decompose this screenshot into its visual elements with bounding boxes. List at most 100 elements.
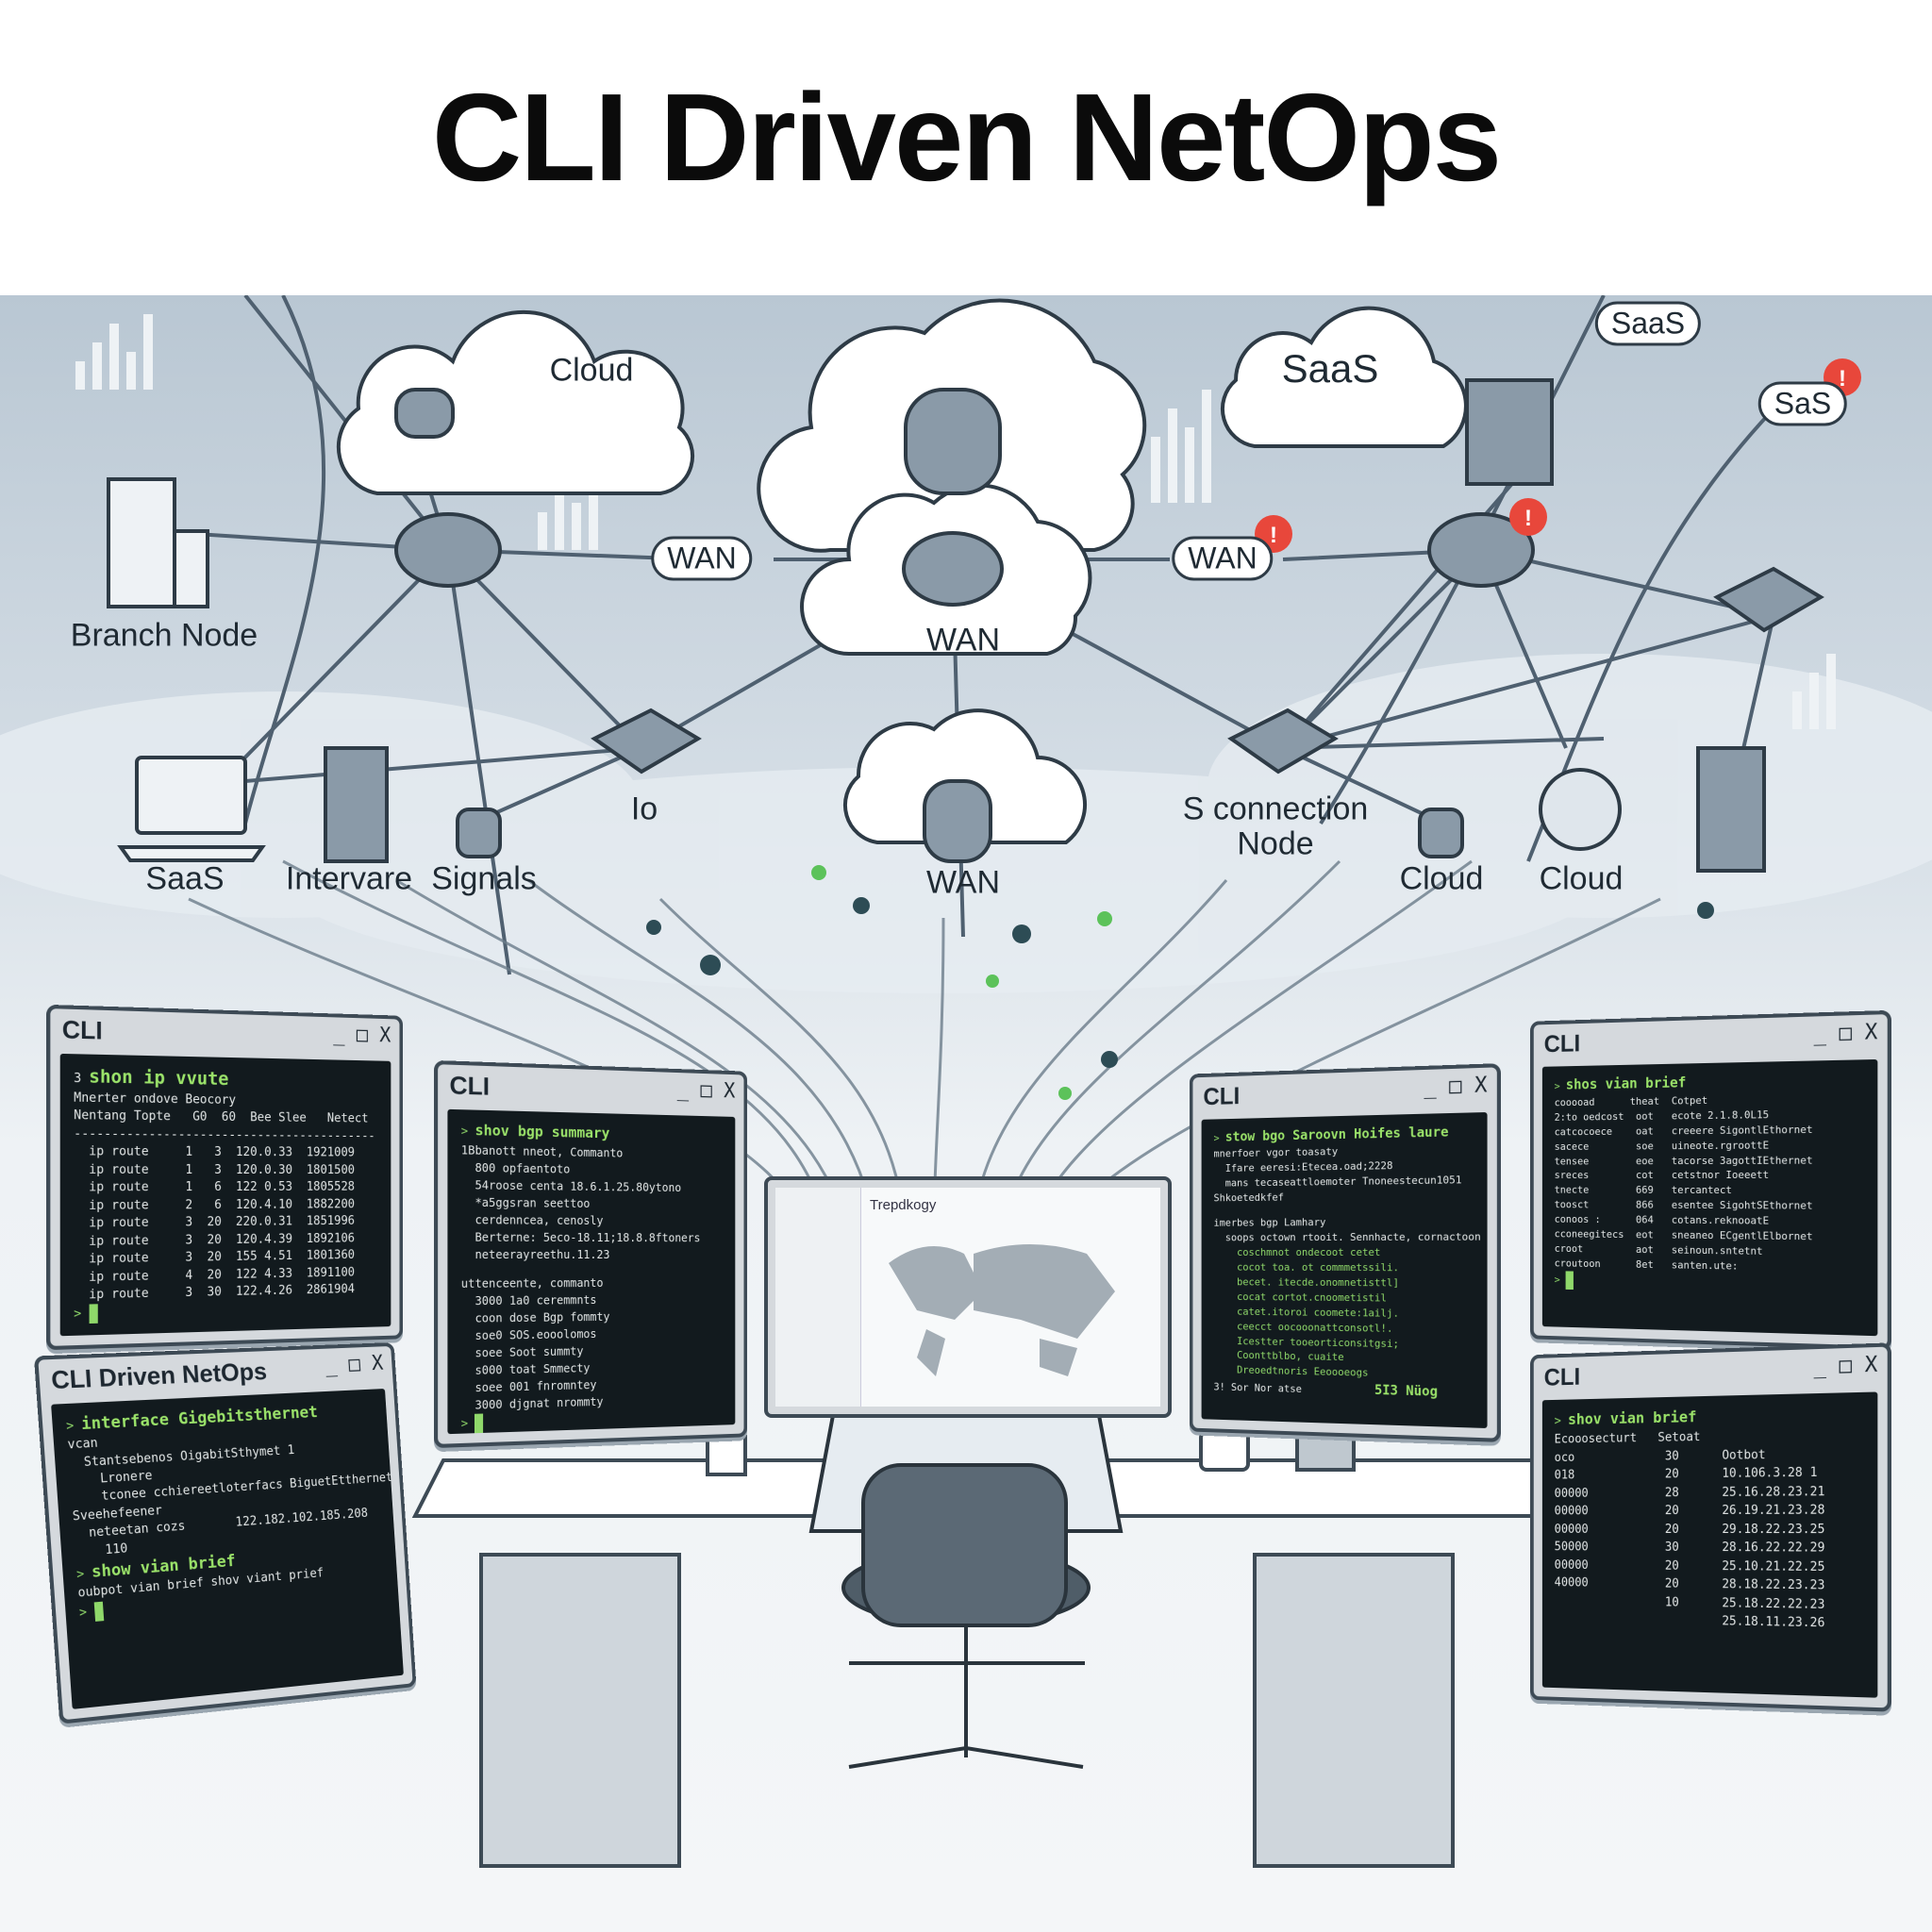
window-controls[interactable]: _ □ X [1424, 1074, 1487, 1100]
terminal-line: sacece soe uineote.rgroottE [1555, 1137, 1864, 1154]
terminal-output: coschmnot ondecoot cetet cocot toa. ot c… [1214, 1245, 1474, 1384]
window-controls[interactable]: _ □ X [333, 1023, 391, 1047]
cursor [89, 1305, 97, 1324]
terminal-title: CLI [449, 1071, 490, 1102]
terminal-line: 54roose centa 18.6.1.25.80ytono [461, 1175, 724, 1196]
chair-base [849, 1625, 1085, 1767]
globe-icon [1541, 770, 1620, 849]
terminal-line: coschmnot ondecoot cetet [1214, 1245, 1474, 1260]
terminal-line: 50000 30 28.16.22.22.29 [1555, 1539, 1864, 1558]
terminal-line: croutoon 8et santen.ute: [1555, 1257, 1864, 1276]
terminal-title: CLI [62, 1015, 103, 1046]
terminal-bgp-right[interactable]: CLI_ □ X > stow bgo Saroovn Hoifes laure… [1190, 1063, 1501, 1442]
command-text: shon ip vvute [89, 1066, 228, 1090]
database-icon [396, 390, 453, 437]
saas-laptop-label: SaaS [145, 861, 224, 896]
terminal-line: 00000 20 29.18.22.23.25 [1555, 1520, 1864, 1539]
terminal-output: vcan Stantsebenos OigabitSthymet 1 Lrone… [67, 1421, 383, 1562]
footer-right: 5I3 Nüog [1374, 1383, 1438, 1400]
branch-building-icon [108, 479, 208, 607]
terminal-line: sreces cot cetstnor Ioeeett [1555, 1168, 1864, 1183]
center-monitor[interactable]: Trepdkogy [764, 1176, 1172, 1418]
wan-right-pill: WAN [1172, 537, 1273, 581]
terminal-output: Mnerter ondove BeocoryNentang Topte G0 6… [74, 1090, 378, 1305]
window-controls[interactable]: _ □ X [325, 1352, 384, 1377]
window-controls[interactable]: _ □ X [1814, 1353, 1878, 1379]
terminal-line: ----------------------------------------… [74, 1125, 378, 1145]
terminal-line: tensee eoe tacorse 3agottIEthernet [1555, 1153, 1864, 1169]
chair-back [863, 1465, 1066, 1625]
terminal-line: *a5ggsran seettoo [461, 1193, 724, 1213]
cloud-globe-label: Cloud [1540, 861, 1624, 896]
terminal-bgp-summary[interactable]: CLI_ □ X > shov bgp summary 1Bbanott nne… [434, 1060, 747, 1448]
terminal-title: CLI [1544, 1029, 1580, 1058]
switch-icon [1717, 569, 1821, 630]
svg-text:!: ! [1524, 506, 1532, 531]
terminal-output: 1Bbanott nneot, Commanto 800 opfaentoto … [461, 1141, 724, 1414]
terminal-line: cerdenncea, cenosly [461, 1210, 724, 1229]
cloud-label: Cloud [550, 353, 634, 388]
wan-left-pill: WAN [651, 537, 752, 581]
cursor [93, 1602, 104, 1622]
database-icon [458, 809, 500, 857]
window-controls[interactable]: _ □ X [677, 1078, 736, 1103]
terminal-vlan-bottom[interactable]: CLI_ □ X > shov vian brief Ecooosecturt … [1530, 1342, 1891, 1711]
terminal-output: Ecooosecturt Setoatoco 30 Ootbot018 20 1… [1555, 1425, 1864, 1634]
terminal-line: ip route 2 6 120.4.10 1882200 [74, 1196, 378, 1215]
terminal-ip-route[interactable]: CLI _ □ X 3 shon ip vvute Mnerter ondove … [46, 1005, 403, 1350]
terminal-line: cocot toa. ot commmetssili. [1214, 1260, 1474, 1276]
database-icon [1420, 809, 1462, 857]
database-icon [924, 781, 991, 861]
world-map-icon [870, 1225, 1153, 1395]
saas-small-label: SaaS [1595, 302, 1701, 346]
footer-left: 3! Sor Nor atse [1214, 1381, 1302, 1395]
router-icon [904, 533, 1002, 605]
terminal-title: CLI [1544, 1362, 1580, 1391]
intervare-label: Intervare [286, 861, 412, 896]
terminal-line: 00000 20 26.19.21.23.28 [1555, 1501, 1864, 1521]
terminal-output: cooooad theat Cotpet2:to oedcost oot eco… [1555, 1091, 1864, 1276]
terminal-interface[interactable]: CLI Driven NetOps_ □ X > interface Gigeb… [34, 1342, 417, 1724]
database-icon [906, 390, 1000, 493]
terminal-line: neteerayreethu.11.23 [461, 1245, 724, 1262]
terminal-line: imerbes bgp Lamhary [1214, 1214, 1474, 1231]
terminal-line: tnecte 669 tercantect [1555, 1183, 1864, 1199]
s-connection-node-label: S connection Node [1183, 792, 1369, 863]
terminal-line: ip route 1 3 120.0.30 1801500 [74, 1161, 378, 1179]
drawer-right [1255, 1555, 1453, 1866]
cursor [1566, 1271, 1574, 1290]
server-rack-icon [325, 748, 387, 861]
cursor [475, 1413, 483, 1433]
terminal-line: Berterne: 5eco-18.11;18.8.8ftoners [461, 1228, 724, 1246]
terminal-line: mans tecaseattloemoter Tnoneestecun1051 [1214, 1173, 1474, 1191]
terminal-line: ip route 1 3 120.0.33 1921009 [74, 1143, 378, 1162]
signals-label: Signals [431, 861, 537, 896]
terminal-line: 018 20 10.106.3.28 1 [1555, 1463, 1864, 1485]
terminal-line: uttenceente, commanto [461, 1274, 724, 1291]
wan-lower-label: WAN [926, 865, 1000, 900]
branch-node-label: Branch Node [71, 618, 258, 653]
sas-alert-label: SaS [1758, 382, 1847, 426]
window-controls[interactable]: _ □ X [1814, 1021, 1878, 1046]
app-sidebar[interactable] [775, 1188, 861, 1407]
terminal-line: ip route 1 6 122 0.53 1805528 [74, 1179, 378, 1197]
server-icon [1467, 380, 1552, 484]
wan-center-label: WAN [926, 623, 1000, 658]
prompt-prefix: 3 [74, 1072, 81, 1087]
cloud-db-label: Cloud [1400, 861, 1484, 896]
pen-cup-icon [708, 1437, 745, 1474]
command-text: shov vian brief [1568, 1407, 1696, 1428]
drawer-left [481, 1555, 679, 1866]
command-text: stow bgo Saroovn Hoifes laure [1225, 1124, 1449, 1144]
terminal-title: CLI Driven NetOps [50, 1357, 268, 1395]
terminal-line: 00000 28 25.16.28.23.21 [1555, 1482, 1864, 1503]
app-title: Trepdkogy [870, 1197, 936, 1213]
terminal-line: becet. itecde.onomnetisttl] [1214, 1274, 1474, 1291]
terminal-line: 25.18.11.23.26 [1555, 1609, 1864, 1633]
svg-text:!: ! [1270, 523, 1277, 548]
terminal-vlan-top[interactable]: CLI_ □ X > shos vian brief cooooad theat… [1530, 1010, 1891, 1350]
command-text: shov bgp summary [475, 1122, 609, 1141]
server-tower-icon [1698, 748, 1764, 871]
router-icon [396, 514, 500, 586]
io-label: Io [631, 791, 658, 826]
